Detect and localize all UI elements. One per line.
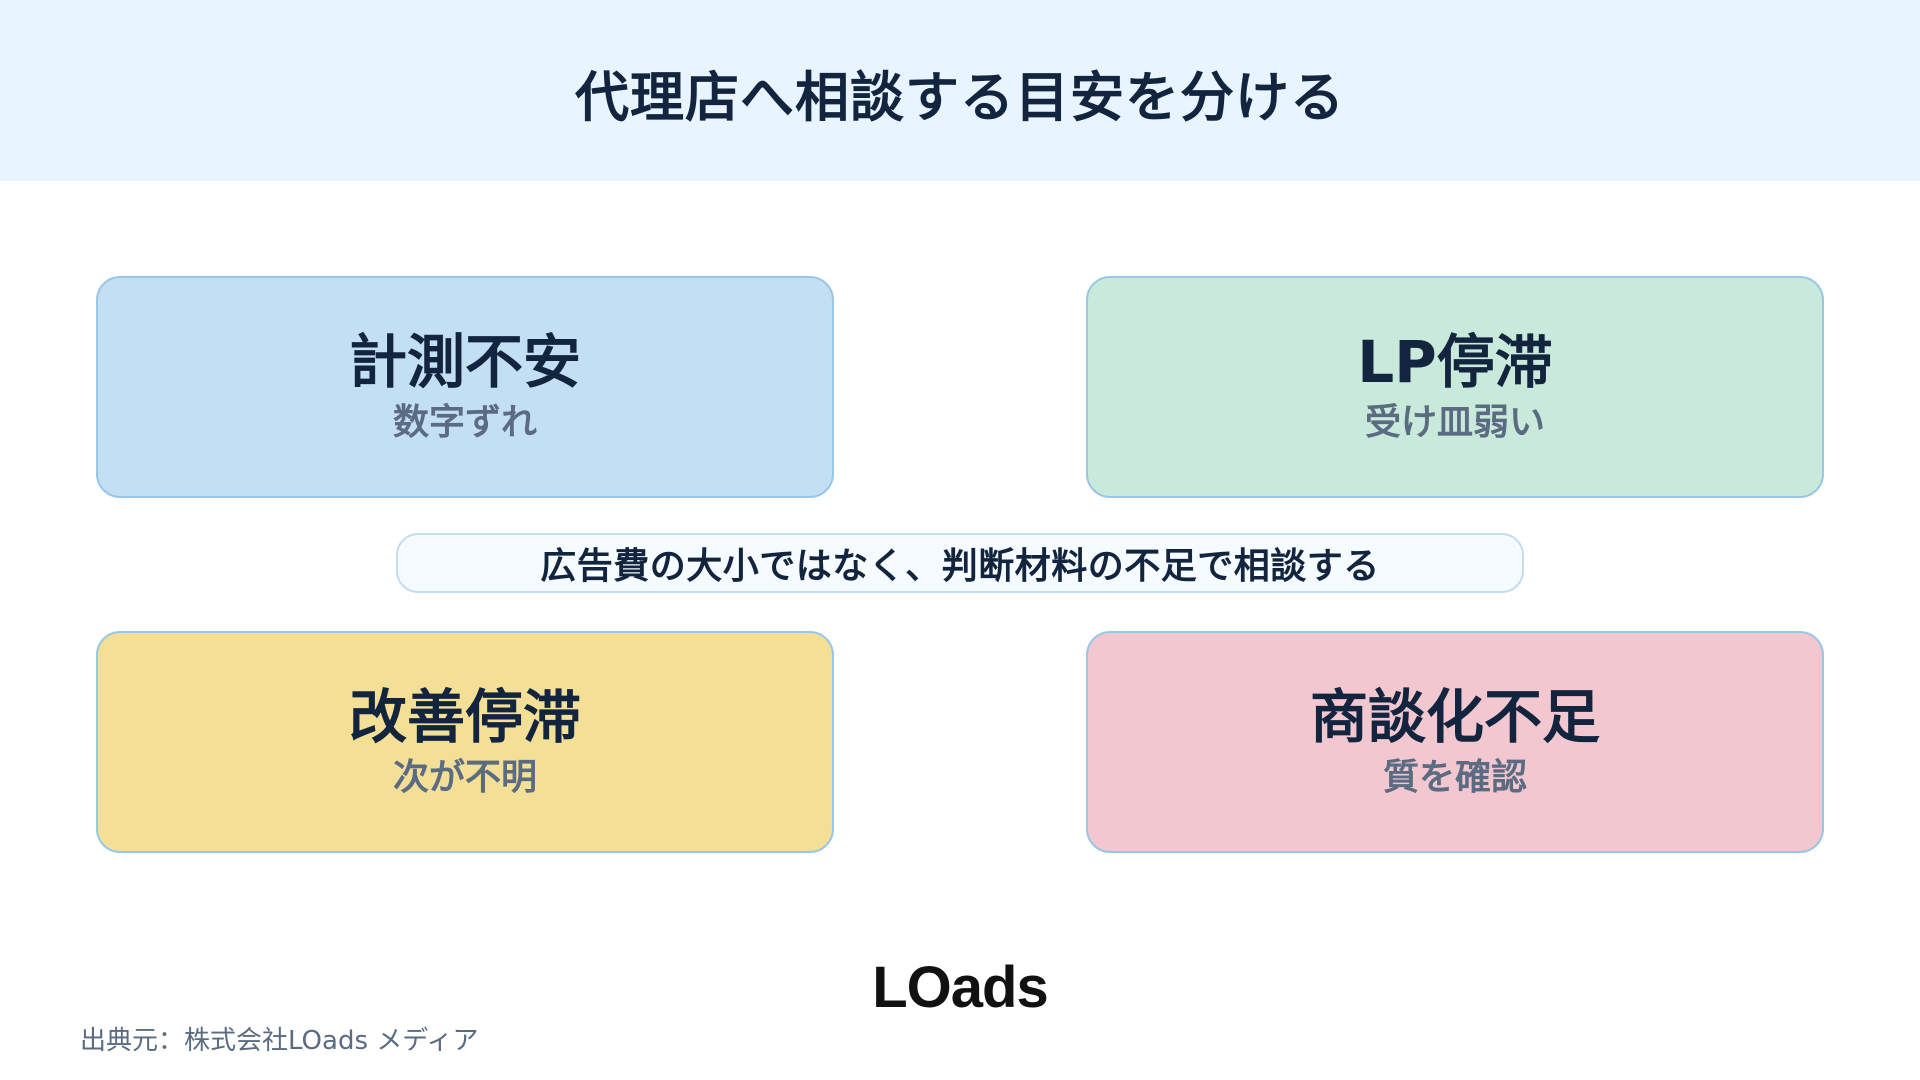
brand-logo: LOads <box>860 952 1060 1022</box>
card-title: 改善停滞 <box>348 683 581 752</box>
card-title: 計測不安 <box>348 328 581 397</box>
card-deal-shortage: 商談化不足 質を確認 <box>1086 631 1824 853</box>
card-title: LP停滞 <box>1357 328 1553 397</box>
card-measurement-anxiety: 計測不安 数字ずれ <box>96 276 834 498</box>
card-subtitle: 次が不明 <box>392 757 537 799</box>
logo-text: LOads <box>872 954 1048 1020</box>
center-message: 広告費の大小ではなく、判断材料の不足で相談する <box>540 546 1380 587</box>
card-lp-stagnation: LP停滞 受け皿弱い <box>1086 276 1824 498</box>
card-subtitle: 数字ずれ <box>392 402 537 444</box>
card-improvement-stagnation: 改善停滞 次が不明 <box>96 631 834 853</box>
source-credit: 出典元：株式会社LOads メディア <box>80 1026 479 1056</box>
page-title: 代理店へ相談する目安を分ける <box>575 66 1345 129</box>
card-subtitle: 質を確認 <box>1382 757 1527 799</box>
card-subtitle: 受け皿弱い <box>1364 402 1545 444</box>
center-banner: 広告費の大小ではなく、判断材料の不足で相談する <box>396 533 1524 593</box>
card-title: 商談化不足 <box>1309 683 1600 752</box>
header-band: 代理店へ相談する目安を分ける <box>0 0 1920 181</box>
